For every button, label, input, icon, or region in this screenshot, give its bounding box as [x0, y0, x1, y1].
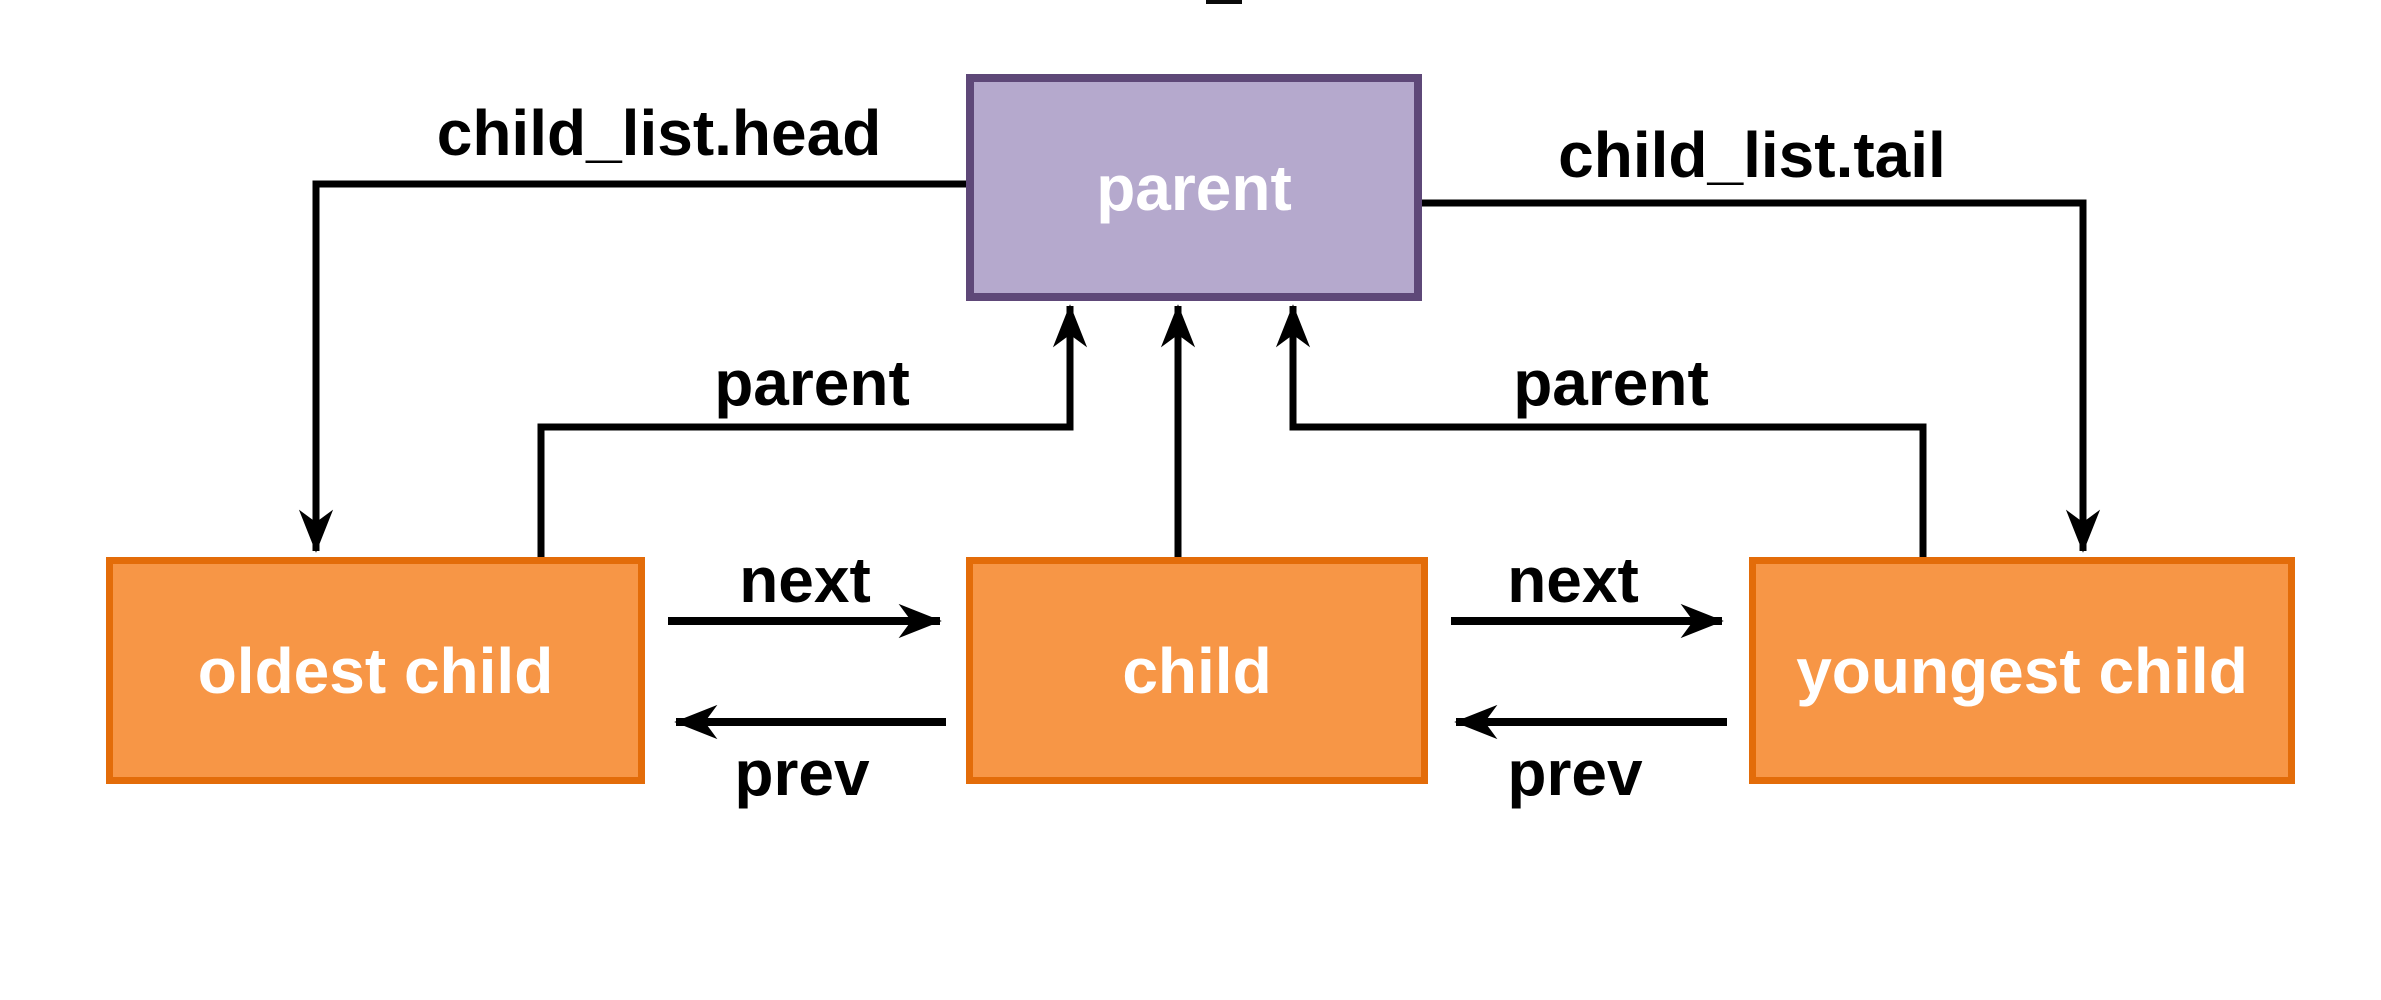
label-next-left: next — [739, 544, 871, 616]
edge-child-list-tail — [1422, 199, 2101, 553]
node-parent-label: parent — [1096, 151, 1292, 224]
edge-child-list-head — [298, 180, 966, 553]
node-oldest-child-label: oldest child — [197, 634, 554, 707]
edge-parent-from-youngest-child — [1275, 304, 1927, 557]
label-child-list-head: child_list.head — [436, 97, 882, 169]
node-oldest-child: oldest child — [106, 557, 645, 784]
label-prev-right: prev — [1507, 737, 1643, 809]
label-parent-left: parent — [714, 347, 910, 419]
label-next-right: next — [1507, 544, 1639, 616]
label-prev-left: prev — [734, 737, 870, 809]
edge-parent-from-oldest-child — [537, 304, 1088, 557]
node-youngest-child-label: youngest child — [1796, 634, 2248, 707]
clipped-text-fragment — [1206, 0, 1242, 4]
label-child-list-tail: child_list.tail — [1558, 119, 1946, 191]
node-youngest-child: youngest child — [1749, 557, 2295, 784]
node-parent: parent — [966, 74, 1422, 301]
node-child: child — [966, 557, 1428, 784]
label-parent-right: parent — [1513, 347, 1709, 419]
node-child-label: child — [1122, 634, 1272, 707]
